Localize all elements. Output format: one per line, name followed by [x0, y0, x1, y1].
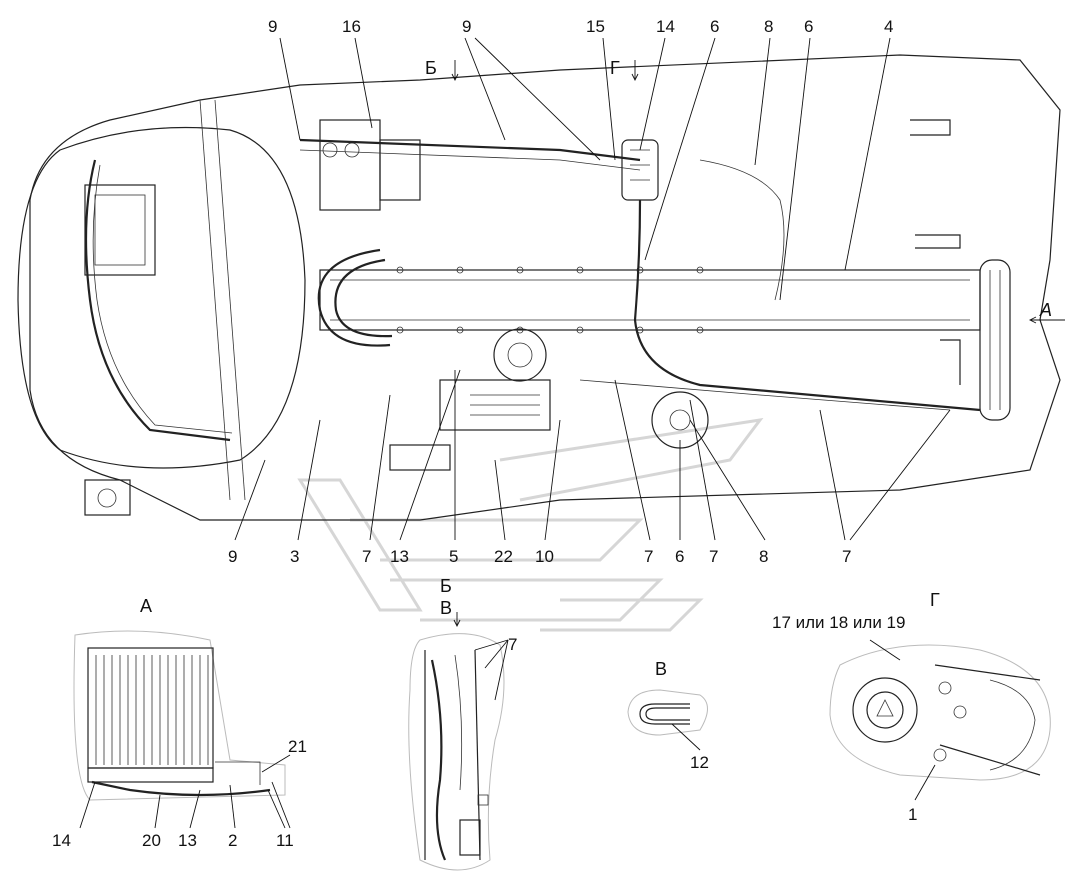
callout-7-bottom-middle: 7: [644, 547, 653, 566]
callout-3: 3: [290, 547, 299, 566]
detail-b-view-v-marker: В: [440, 598, 452, 618]
detail-a: А 21 14 20 13 2 11: [52, 596, 307, 850]
callout-7-bottom-far-right: 7: [842, 547, 851, 566]
detail-b-callout-7: 7: [508, 635, 517, 654]
callout-13-bottom: 13: [390, 547, 409, 566]
callout-5: 5: [449, 547, 458, 566]
detail-v: В 12: [627, 659, 709, 772]
callouts-bottom: 9 3 7 13 5 22 10 7 6 7 8 7: [228, 547, 851, 566]
callout-9-top-middle: 9: [462, 17, 471, 36]
detail-a-title: А: [140, 596, 152, 616]
callout-7-bottom-right: 7: [709, 547, 718, 566]
section-marker-g: Г: [610, 58, 620, 78]
detail-g-callout-1: 1: [908, 805, 917, 824]
detail-b-title: Б: [440, 576, 452, 596]
detail-a-callout-13: 13: [178, 831, 197, 850]
callout-16: 16: [342, 17, 361, 36]
callout-22: 22: [494, 547, 513, 566]
detail-a-callout-14: 14: [52, 831, 71, 850]
callout-4: 4: [884, 17, 893, 36]
detail-v-callout-12: 12: [690, 753, 709, 772]
main-view: [17, 54, 1065, 521]
callout-9-top-left: 9: [268, 17, 277, 36]
detail-g: Г 17 или 18 или 19 1: [772, 590, 1051, 824]
callout-15: 15: [586, 17, 605, 36]
leader-lines-top: [279, 37, 891, 301]
callout-14-top: 14: [656, 17, 675, 36]
callout-6-bottom: 6: [675, 547, 684, 566]
callouts-top: 9 16 9 15 14 6 8 6 4: [268, 17, 893, 36]
callout-6-top-left: 6: [710, 17, 719, 36]
callout-7-bottom-left: 7: [362, 547, 371, 566]
detail-a-callout-11: 11: [276, 831, 294, 850]
callout-9-bottom: 9: [228, 547, 237, 566]
section-marker-b: Б: [425, 58, 437, 78]
detail-a-callout-21: 21: [288, 737, 307, 756]
callout-8-top: 8: [764, 17, 773, 36]
detail-b: Б В 7: [408, 576, 517, 871]
detail-a-callout-20: 20: [142, 831, 161, 850]
callout-8-bottom: 8: [759, 547, 768, 566]
detail-g-title: Г: [930, 590, 940, 610]
leader-lines-bottom: [234, 369, 951, 541]
cab-shell: [17, 126, 306, 469]
watermark: [297, 417, 764, 632]
detail-g-caption: 17 или 18 или 19: [772, 613, 905, 632]
detail-a-callout-2: 2: [228, 831, 237, 850]
view-marker-a: А: [1039, 300, 1052, 320]
body-outline: [29, 54, 1061, 521]
detail-v-title: В: [655, 659, 667, 679]
callout-10: 10: [535, 547, 554, 566]
callout-6-top-right: 6: [804, 17, 813, 36]
